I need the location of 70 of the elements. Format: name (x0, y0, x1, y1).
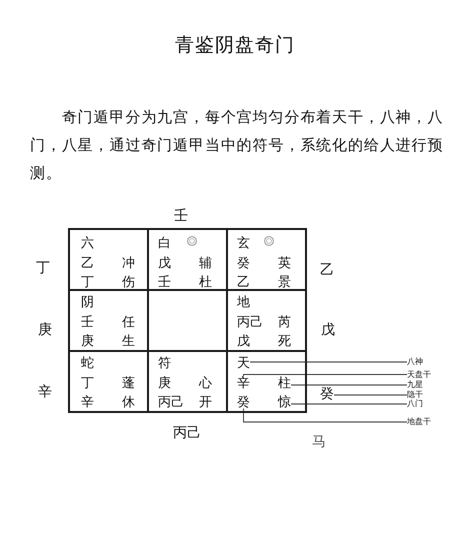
cell-text: 惊 (278, 396, 291, 408)
cell-text: 开 (199, 396, 212, 408)
outer-label: 丁 (36, 261, 50, 275)
cell-text: 庚 (158, 376, 171, 390)
grid-cell (149, 228, 228, 291)
cell-text: 符 (158, 356, 171, 370)
callout-label: 八神 (407, 358, 423, 366)
outer-label: 马 (312, 435, 326, 449)
callout-label: 八门 (407, 400, 423, 408)
callout-label: 隐干 (407, 391, 423, 399)
grid-cell (228, 352, 307, 413)
cell-text: 六 (81, 236, 94, 250)
cell-text: 英 (278, 256, 291, 270)
cell-text: 丁 (81, 276, 94, 288)
cell-text: 休 (122, 396, 135, 408)
callout-label: 九星 (407, 381, 423, 389)
cell-text: 柱 (278, 376, 291, 390)
cell-text: 丁 (81, 376, 94, 390)
cell-text: 辅 (199, 256, 212, 270)
cell-text: 乙 (237, 276, 250, 288)
callout-label: 天盘干 (407, 370, 431, 378)
outer-label: 丙己 (173, 426, 201, 440)
cell-text: 芮 (278, 316, 291, 328)
cell-text: 天 (237, 356, 250, 370)
outer-label: 庚 (38, 323, 52, 337)
cell-text: 癸 (237, 396, 250, 408)
cell-text: 癸 (237, 256, 250, 270)
grid-cell (228, 291, 307, 352)
callout-label: 地盘干 (407, 418, 431, 426)
cell-text: 庚 (81, 334, 94, 348)
outer-label: 乙 (320, 263, 334, 277)
cell-text: 玄 (237, 236, 250, 250)
cell-text: 死 (278, 334, 291, 348)
grid-cell (149, 291, 228, 352)
paragraph: 奇门遁甲分为九宫，每个宫均匀分布着天干，八神，八门，八星，通过奇门遁甲当中的符号，系统化的给人进行预测。 (30, 107, 444, 184)
outer-label: 壬 (174, 209, 188, 223)
leader-line (290, 384, 408, 386)
cell-text: 蓬 (122, 376, 135, 390)
title: 青鉴阴盘奇门 (175, 36, 295, 54)
cell-text: 壬 (158, 276, 171, 288)
cell-text: 生 (122, 334, 135, 348)
cell-text: 蛇 (81, 356, 94, 370)
cell-text: 任 (122, 316, 135, 328)
outer-label: 辛 (38, 385, 52, 399)
grid-cell (149, 352, 228, 413)
grid-cell (228, 228, 307, 291)
cell-text: 辛 (237, 376, 250, 390)
leader-line (243, 408, 408, 422)
cell-text: 壬 (81, 316, 94, 328)
cell-text: 冲 (122, 256, 135, 270)
cell-text: 戊 (158, 256, 171, 270)
cell-text: 戊 (237, 334, 250, 348)
cell-text: 伤 (122, 276, 135, 288)
grid-cell (68, 352, 149, 413)
outer-label: 癸 (320, 387, 334, 401)
leader-line (334, 394, 408, 396)
leader-line (243, 374, 408, 377)
cell-text: 丙己 (237, 316, 263, 328)
grid-cell (68, 291, 149, 352)
cell-text: 白 (158, 236, 171, 250)
cell-text: 杜 (199, 276, 212, 288)
cell-text: 地 (237, 296, 250, 308)
cell-text: 乙 (81, 256, 94, 270)
cell-text: 辛 (81, 396, 94, 408)
grid-cell (68, 228, 149, 291)
outer-label: 戊 (321, 323, 335, 337)
cell-text: 心 (199, 376, 212, 390)
cell-text: 丙己 (158, 396, 184, 408)
cell-text: 阴 (81, 296, 94, 308)
cell-text: 景 (278, 276, 291, 288)
